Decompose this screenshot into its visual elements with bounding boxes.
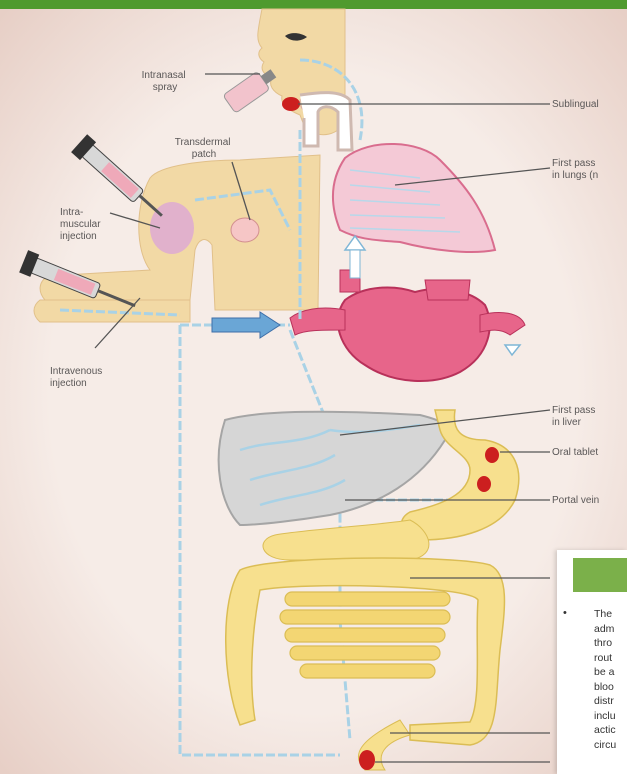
label-transdermal-line2: patch (192, 149, 216, 160)
label-first-pass-lungs: First pass in lungs (n (552, 158, 598, 181)
sublingual-tablet (282, 97, 300, 111)
info-panel-line: rout (594, 651, 627, 666)
info-panel-line: adm (594, 622, 627, 637)
label-first-pass-liver-line2: in liver (552, 417, 582, 428)
label-first-pass-lungs-line2: in lungs (n (552, 170, 598, 181)
label-intravenous-line2: injection (50, 378, 87, 389)
info-panel-line: thro (594, 636, 627, 651)
oral-tablet-stomach (485, 447, 499, 463)
info-panel-line: bloo (594, 680, 627, 695)
info-panel-header (573, 558, 627, 592)
info-panel-line: actic (594, 723, 627, 738)
label-intramuscular-line3: injection (60, 231, 97, 242)
label-intramuscular-line1: Intra- (60, 207, 83, 218)
label-intramuscular-line2: muscular (60, 219, 101, 230)
label-transdermal-line1: Transdermal (175, 137, 231, 148)
label-intravenous-line1: Intravenous (50, 366, 102, 377)
label-first-pass-lungs-line1: First pass (552, 158, 595, 169)
oral-tablet-dissolving (477, 476, 491, 492)
label-portal-vein: Portal vein (552, 495, 599, 506)
info-panel-line: be a (594, 665, 627, 680)
transdermal-patch-site (231, 218, 259, 242)
label-intranasal-line2: spray (153, 82, 177, 93)
info-panel-line: circu (594, 738, 627, 753)
label-first-pass-liver-line1: First pass (552, 405, 595, 416)
info-panel-line: inclu (594, 709, 627, 724)
suppository (359, 750, 375, 770)
info-panel-bullet: • (563, 607, 567, 619)
info-panel-line: The (594, 607, 627, 622)
info-panel-line: distr (594, 694, 627, 709)
label-sublingual: Sublingual (552, 99, 599, 110)
label-intranasal-line1: Intranasal (142, 70, 186, 81)
label-oral-tablet: Oral tablet (552, 447, 598, 458)
